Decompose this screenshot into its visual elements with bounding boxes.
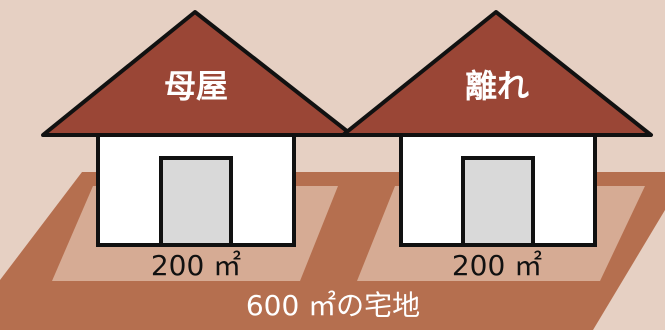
annex-roof	[341, 10, 653, 137]
lot-label: 600 ㎡の宅地	[246, 289, 420, 322]
main-house: 母屋	[41, 10, 354, 247]
annex-door	[461, 156, 535, 247]
main-house-label: 母屋	[164, 67, 228, 105]
annex: 離れ	[341, 10, 653, 247]
main-house-area-label: 200 ㎡	[151, 249, 241, 282]
annex-area-label: 200 ㎡	[452, 249, 542, 282]
main-house-door	[159, 156, 233, 247]
annex-label: 離れ	[465, 67, 529, 105]
main-house-roof	[41, 10, 354, 137]
